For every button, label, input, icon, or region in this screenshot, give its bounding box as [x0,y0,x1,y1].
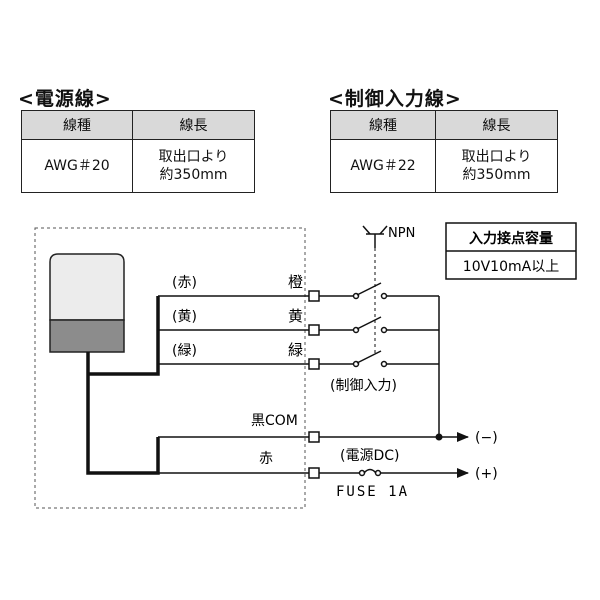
lamp-cable [86,296,160,475]
power-wire-title: <電源線> [18,88,112,110]
com-label: 黒COM [251,413,298,429]
terminal-yellow [308,324,320,336]
terminal-red [308,467,320,479]
external-wiring [319,295,469,478]
power-type-header: 線種 [21,110,133,140]
red-wire-label: 赤 [259,451,273,467]
wire-green-color-label: (緑) [172,343,197,359]
npn-switches [352,282,388,368]
capacity-title: 入力接点容量 [469,230,553,247]
com-junction-dot [435,433,443,441]
power-wire-table: 線種 線長 AWG＃20 取出口より 約350mm [21,110,255,193]
control-length-cell: 取出口より 約350mm [435,139,558,193]
device-enclosure [34,227,306,509]
npn-transistor-icon [362,225,388,248]
control-length-line1: 取出口より [461,149,532,165]
wire-red-color-label: (赤) [172,275,197,291]
control-wire-table: 線種 線長 AWG＃22 取出口より 約350mm [330,110,558,193]
control-length-line2: 約350mm [462,167,531,183]
wire-orange-label: 橙 [288,273,303,291]
minus-label: (−) [475,430,498,446]
fuse-label: FUSE 1A [336,484,409,500]
control-length-header: 線長 [435,110,558,140]
plus-label: (+) [475,466,498,482]
capacity-value: 10V10mA以上 [463,259,559,275]
terminal-com [308,431,320,443]
power-length-cell: 取出口より 約350mm [132,139,255,193]
terminal-blocks [308,290,320,479]
control-input-label: (制御入力) [330,378,397,394]
signal-wires [158,295,309,474]
wire-yellow-label: 黄 [288,307,303,325]
lamp-body [49,253,125,353]
terminal-green [308,358,320,370]
fuse-icon [358,468,382,477]
power-length-header: 線長 [132,110,255,140]
control-wire-title: <制御入力線> [328,88,462,110]
wire-yellow-color-label: (黄) [172,308,197,325]
power-length-line1: 取出口より [158,149,229,165]
power-length-line2: 約350mm [159,167,228,183]
npn-label: NPN [388,226,415,241]
control-type-cell: AWG＃22 [330,139,436,193]
wire-green-label: 緑 [288,341,303,359]
power-dc-label: (電源DC) [340,448,399,464]
terminal-orange [308,290,320,302]
